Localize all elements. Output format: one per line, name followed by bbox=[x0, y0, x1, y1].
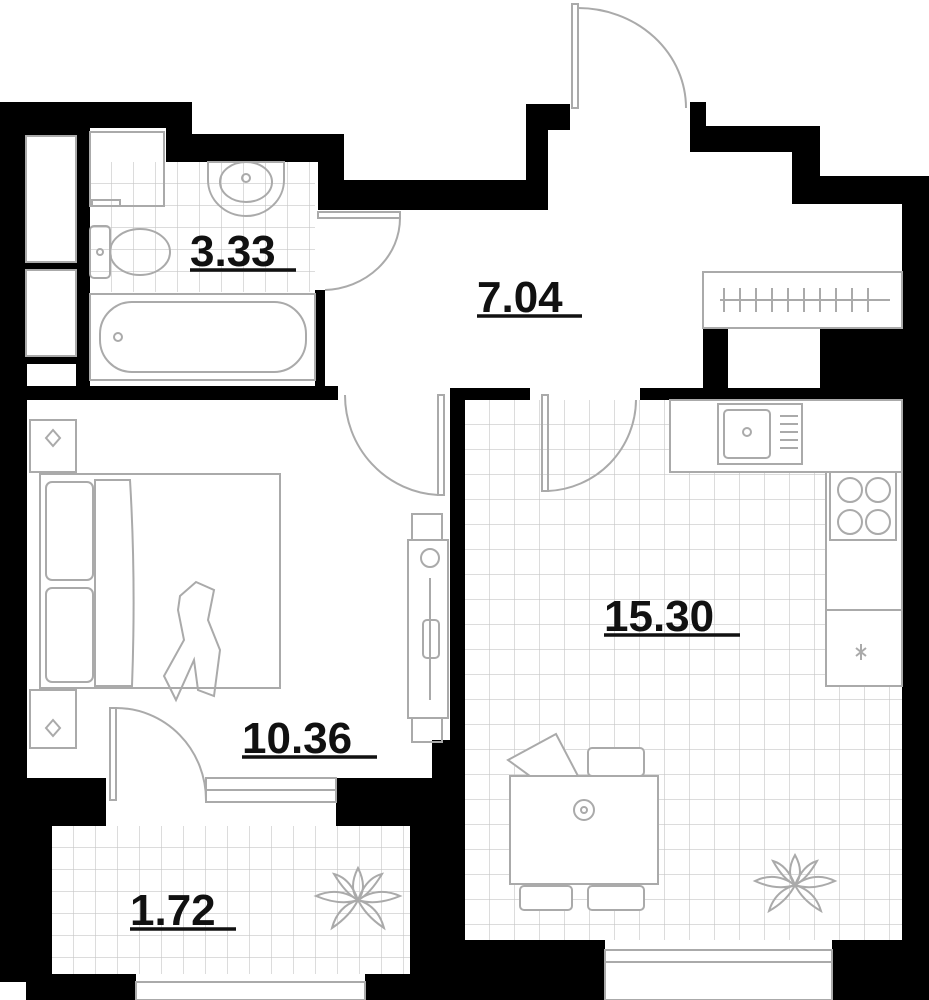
kitchen-area-label: 15.30 bbox=[604, 592, 714, 641]
doors bbox=[109, 3, 687, 801]
plant-icon bbox=[752, 852, 838, 914]
kitchen-sink bbox=[717, 403, 803, 465]
hall-area-label: 7.04 bbox=[477, 273, 563, 322]
bathroom-area-label: 3.33 bbox=[190, 227, 276, 276]
nightstand bbox=[29, 689, 77, 749]
kitchen-counter-top bbox=[669, 399, 903, 473]
windows bbox=[135, 271, 903, 1000]
walls bbox=[0, 102, 929, 1000]
stove bbox=[829, 471, 897, 541]
balcony-area-label: 1.72 bbox=[130, 886, 216, 935]
balcony-floor-tiles bbox=[52, 826, 410, 974]
washbasin bbox=[207, 161, 285, 217]
bedroom-area-label: 10.36 bbox=[242, 714, 352, 763]
plant-icon bbox=[313, 865, 403, 931]
dining-table bbox=[509, 775, 659, 885]
washing-machine bbox=[89, 131, 165, 207]
nightstand bbox=[29, 419, 77, 473]
kitchen-furniture bbox=[506, 399, 903, 911]
tv-stand bbox=[411, 513, 443, 541]
bathtub bbox=[89, 293, 316, 381]
closet bbox=[25, 135, 77, 357]
bedroom-furniture bbox=[29, 419, 449, 749]
bed bbox=[39, 473, 281, 689]
bathroom-fixtures bbox=[89, 131, 316, 381]
